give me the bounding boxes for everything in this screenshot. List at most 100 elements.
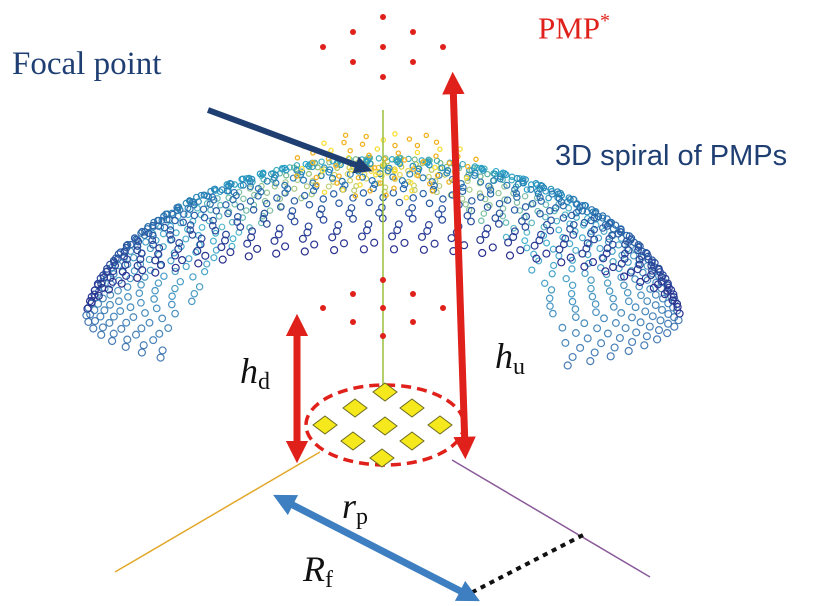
spiral-point [145, 318, 154, 327]
spiral-point [186, 205, 194, 213]
spiral-point [206, 200, 214, 208]
spiral-point [588, 258, 598, 267]
spiral-point [476, 193, 485, 201]
patch-icon [372, 416, 398, 436]
pmp-dot [380, 305, 386, 311]
spiral-point [155, 216, 163, 225]
spiral-point [345, 209, 354, 218]
spiral-point [195, 283, 204, 291]
pmp-star-dot [320, 44, 326, 50]
spiral-point [569, 220, 578, 229]
spiral-point [563, 361, 572, 370]
spiral-point [587, 276, 595, 284]
spiral-point [329, 190, 338, 198]
spiral-point [279, 165, 286, 173]
spiral-point [222, 230, 230, 239]
spiral-point [188, 230, 197, 239]
spiral-point [495, 189, 502, 197]
spiral-point [121, 261, 130, 269]
spiral-point [123, 283, 132, 291]
spiral-point [631, 303, 640, 312]
spiral-point [151, 268, 160, 277]
pmp-star-dot [350, 59, 356, 65]
spiral-point [114, 297, 123, 306]
spiral-point [166, 236, 174, 244]
spiral-point [218, 255, 227, 264]
spiral-point [601, 267, 610, 276]
spiral-point [478, 165, 486, 173]
spiral-point [559, 240, 568, 249]
focal-point-dot [352, 193, 359, 199]
spiral-point [351, 187, 358, 194]
spiral-point [610, 343, 619, 352]
spiral-point [90, 316, 100, 326]
focal-arrow-icon [206, 107, 373, 174]
spiral-point [423, 226, 432, 235]
spiral-point [215, 212, 223, 220]
focal-point-dot [391, 175, 398, 181]
spiral-point [87, 298, 96, 307]
focal-point-dot [391, 185, 397, 191]
spiral-point [317, 205, 326, 213]
rp-label: rp [342, 486, 369, 530]
spiral-point [163, 215, 171, 224]
spiral-point [256, 170, 264, 178]
spiral-point [249, 206, 258, 214]
spiral-point [635, 255, 644, 264]
spiral-point [481, 230, 490, 239]
spiral-point [166, 226, 175, 234]
spiral-point [620, 249, 629, 258]
spiral-point [571, 329, 580, 337]
spiral-point [121, 248, 129, 256]
focal-point-dot [340, 187, 346, 193]
spiral-point [512, 189, 521, 198]
spiral-point [513, 193, 521, 201]
focal-point-dot [437, 146, 443, 153]
spiral-point [154, 279, 163, 287]
spiral-point [178, 256, 187, 265]
spiral-point [652, 335, 662, 344]
spiral-point [583, 239, 592, 248]
spiral-point [233, 212, 242, 221]
spiral-point [635, 260, 644, 269]
focal-point-dot [313, 174, 320, 181]
spiral-point [503, 196, 512, 204]
spiral-point [141, 228, 149, 236]
spiral-point [528, 219, 536, 227]
spiral-point [652, 278, 660, 287]
spiral-point [634, 240, 643, 249]
spiral-point [194, 259, 203, 268]
spiral-point [542, 213, 549, 221]
spiral-point [637, 291, 645, 300]
focal-point-label: Focal point [12, 46, 162, 82]
spiral-point [199, 205, 208, 214]
spiral-point [478, 248, 487, 258]
spiral-point [623, 288, 632, 297]
spiral-point [566, 220, 574, 228]
spiral-point [180, 210, 188, 218]
spiral-point [555, 226, 563, 234]
spiral-point [106, 300, 114, 309]
spiral-point [335, 199, 343, 207]
spiral-point [582, 244, 591, 253]
spiral-point [634, 246, 642, 255]
spiral-point [467, 217, 475, 226]
spiral-point [123, 240, 132, 249]
spiral-point [122, 318, 131, 327]
spiral-point [541, 279, 549, 287]
spiral-point [138, 266, 147, 275]
spiral-point [358, 173, 367, 181]
spiral-point [523, 244, 531, 252]
spiral-point [384, 167, 392, 175]
rf-double-arrow-icon [273, 494, 480, 602]
spiral-point [229, 235, 237, 243]
spiral-point [305, 200, 314, 209]
focal-point-dot [401, 157, 408, 163]
spiral-point [600, 314, 608, 323]
spiral-point [490, 176, 498, 185]
spiral-point [408, 214, 417, 223]
spiral-point [486, 186, 495, 194]
spiral-point [559, 202, 567, 210]
focal-point-dot [333, 162, 339, 169]
